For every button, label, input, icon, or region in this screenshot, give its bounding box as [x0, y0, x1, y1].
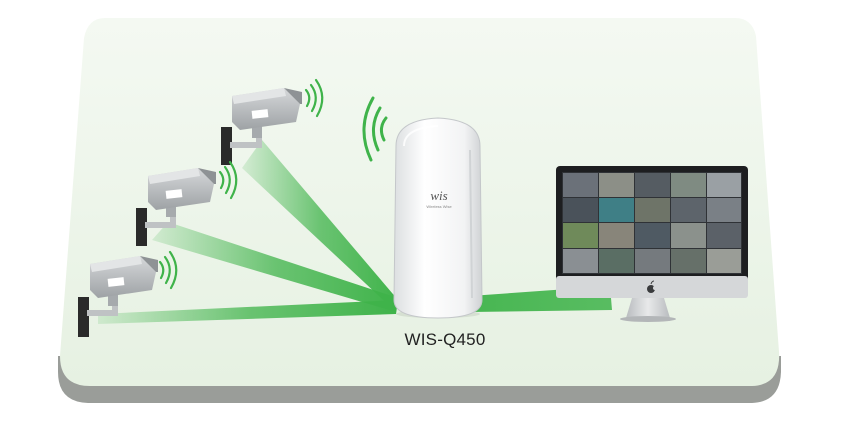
wireless-signal-icon: [218, 160, 238, 200]
apple-logo-icon: [647, 280, 657, 293]
brand-logo: wis Wireless Wise: [426, 188, 452, 209]
wireless-beams: [98, 140, 612, 324]
wireless-signal-icon: [158, 250, 178, 290]
brand-logo-text: wis: [430, 188, 447, 203]
wireless-signal-icon: [362, 96, 388, 162]
beam-camera-middle: [152, 222, 398, 312]
beam-camera-bottom: [98, 300, 398, 324]
monitor-display-icon: [556, 166, 748, 322]
device-name-label: WIS-Q450: [404, 330, 486, 349]
surveillance-camera-icon: [221, 88, 302, 165]
beam-camera-top: [242, 140, 398, 312]
wireless-signal-icon: [304, 78, 324, 118]
outdoor-access-point-icon: [393, 117, 483, 319]
camera-feed-grid: [563, 173, 741, 273]
surveillance-camera-icon: [78, 256, 158, 337]
surveillance-camera-icon: [136, 168, 216, 246]
brand-logo-tagline: Wireless Wise: [426, 204, 452, 209]
